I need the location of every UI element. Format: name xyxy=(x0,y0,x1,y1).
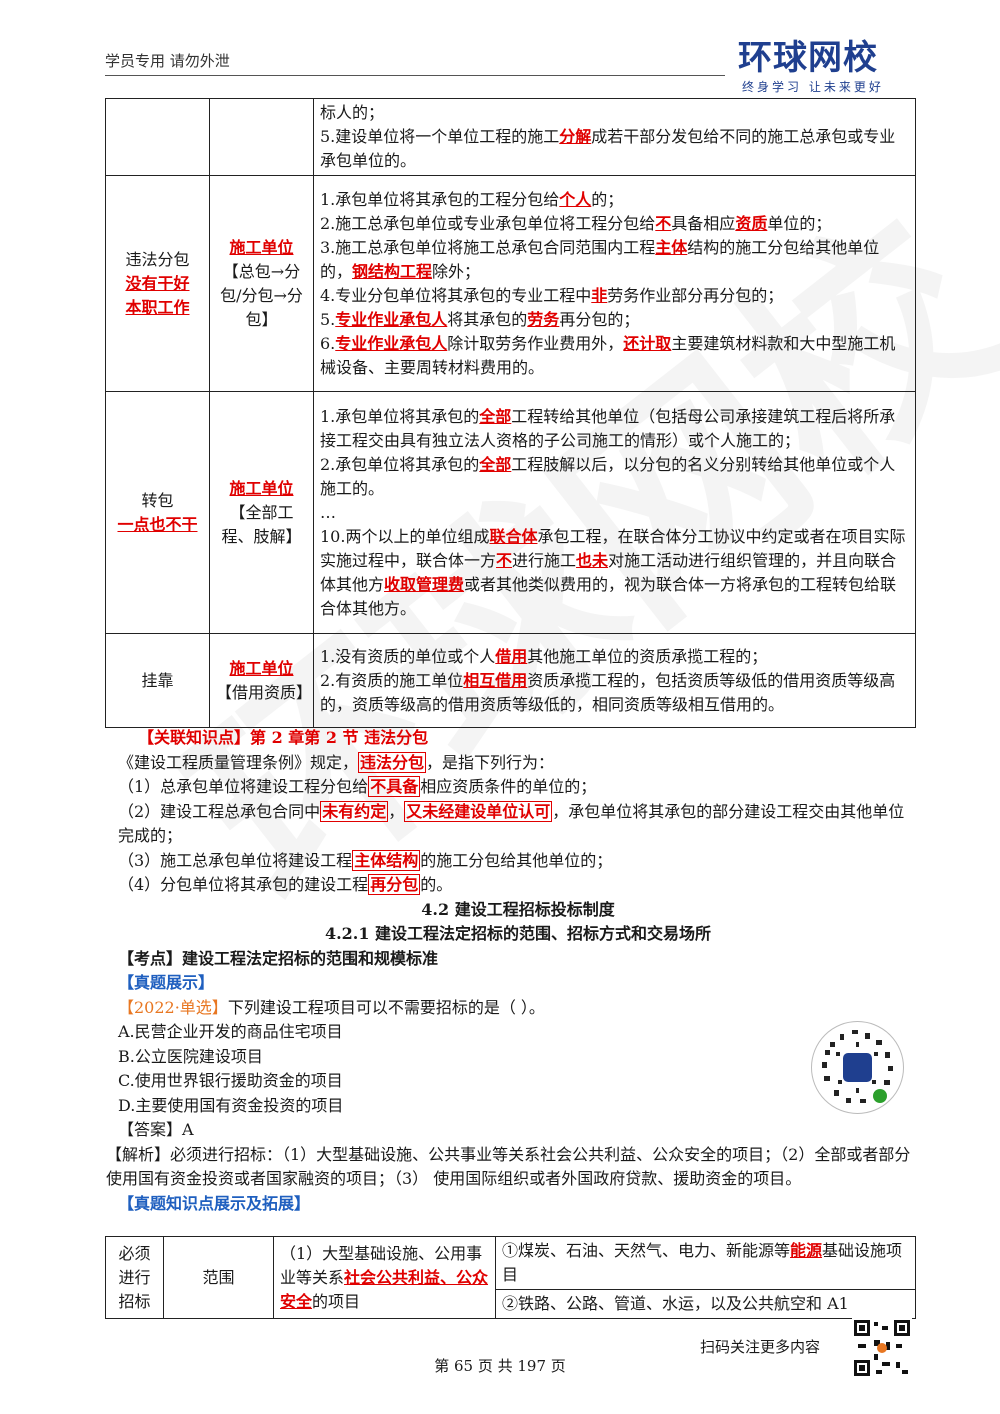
category-cell: 转包 一点也不干 xyxy=(105,391,210,634)
mini-program-qr-icon xyxy=(811,1021,904,1114)
category-cell: 必须进行招标 xyxy=(105,1236,164,1319)
subject-cell: 施工单位 【总包→分包/分包→分包】 xyxy=(209,175,314,392)
answer: 【答案】A xyxy=(118,1120,194,1139)
subsection-heading: 4.2.1 建设工程法定招标的范围、招标方式和交易场所 xyxy=(324,924,712,943)
related-item-4: （4）分包单位将其承包的建设工程再分包的。 xyxy=(118,874,453,895)
header-divider xyxy=(105,75,725,76)
related-section: 【关联知识点】第 2 章第 2 节 违法分包 《建设工程质量管理条例》规定，违法… xyxy=(106,726,918,1216)
related-title: 【关联知识点】第 2 章第 2 节 违法分包 xyxy=(138,728,429,747)
expand-heading: 【真题知识点展示及拓展】 xyxy=(118,1193,311,1213)
brand-logo: 环球网校 终身学习 让未来更好 xyxy=(738,38,918,95)
subject-cell: 施工单位 【借用资质】 xyxy=(209,633,314,728)
category-cell: 挂靠 xyxy=(105,633,210,728)
description-cell: 1.承包单位将其承包的工程分包给个人的； 2.施工总承包单位或专业承包单位将工程… xyxy=(313,175,916,392)
wechat-qr-icon xyxy=(852,1318,912,1378)
energy-item: ①煤炭、石油、天然气、电力、新能源等能源基础设施项目 xyxy=(495,1236,916,1290)
scan-caption: 扫码关注更多内容 xyxy=(700,1338,821,1356)
transport-item: ②铁路、公路、管道、水运，以及公共航空和 A1 xyxy=(495,1289,916,1319)
table-row: 标人的； 5.建设单位将一个单位工程的施工分解成若干部分发包给不同的施工总承包或… xyxy=(105,98,916,176)
related-item-1: （1）总承包单位将建设工程分包给不具备相应资质条件的单位的； xyxy=(118,776,597,797)
table-row: 转包 一点也不干 施工单位 【全部工程、肢解】 1.承包单位将其承包的全部工程转… xyxy=(105,391,916,634)
logo-slogan: 终身学习 让未来更好 xyxy=(742,80,884,94)
row-continued-text: 标人的； 5.建设单位将一个单位工程的施工分解成若干部分发包给不同的施工总承包或… xyxy=(313,98,916,176)
scope-cell: 范围 xyxy=(163,1236,274,1319)
option-c: C.使用世界银行援助资金的项目 xyxy=(118,1071,343,1090)
related-item-2: （2）建设工程总承包合同中未有约定，又未经建设单位认可，承包单位将其承包的部分建… xyxy=(118,800,905,845)
violation-table: 标人的； 5.建设单位将一个单位工程的施工分解成若干部分发包给不同的施工总承包或… xyxy=(105,98,916,728)
header-label: 学员专用 请勿外泄 xyxy=(105,52,230,70)
table-row: 必须进行招标 范围 （1）大型基础设施、公用事业等关系社会公共利益、公众安全的项… xyxy=(105,1236,916,1319)
question: 【2022·单选】下列建设工程项目可以不需要招标的是（ ）。 xyxy=(118,997,545,1017)
description-cell: 1.承包单位将其承包的全部工程转给其他单位（包括母公司承接建筑工程后将所承接工程… xyxy=(313,391,916,634)
category-cell: 违法分包 没有干好 本职工作 xyxy=(105,175,210,392)
related-item-3: （3）施工总承包单位将建设工程主体结构的施工分包给其他单位的； xyxy=(118,849,613,871)
description-cell: 1.没有资质的单位或个人借用其他施工单位的资质承揽工程的； 2.有资质的施工单位… xyxy=(313,633,916,728)
section-heading: 4.2 建设工程招标投标制度 xyxy=(421,899,615,919)
option-b: B.公立医院建设项目 xyxy=(118,1046,263,1066)
option-d: D.主要使用国有资金投资的项目 xyxy=(118,1095,344,1115)
option-a: A.民营企业开发的商品住宅项目 xyxy=(118,1022,343,1041)
subject-cell: 施工单位 【全部工程、肢解】 xyxy=(209,391,314,634)
table-row: 违法分包 没有干好 本职工作 施工单位 【总包→分包/分包→分包】 1.承包单位… xyxy=(105,175,916,392)
zhenti-heading: 【真题展示】 xyxy=(118,973,215,992)
bidding-scope-table: 必须进行招标 范围 （1）大型基础设施、公用事业等关系社会公共利益、公众安全的项… xyxy=(105,1236,916,1319)
page-number: 第 65 页 共 197 页 xyxy=(434,1357,566,1375)
project-type-cell: （1）大型基础设施、公用事业等关系社会公共利益、公众安全的项目 xyxy=(273,1236,496,1319)
related-intro: 《建设工程质量管理条例》规定，违法分包，是指下列行为： xyxy=(118,751,555,773)
logo-text: 环球网校 xyxy=(738,38,878,78)
analysis: 【解析】必须进行招标：（1）大型基础设施、公共事业等关系社会公共利益、公众安全的… xyxy=(106,1144,911,1189)
table-row: 挂靠 施工单位 【借用资质】 1.没有资质的单位或个人借用其他施工单位的资质承揽… xyxy=(105,633,916,728)
kaodian-heading: 【考点】建设工程法定招标的范围和规模标准 xyxy=(118,948,439,968)
table-row: ②铁路、公路、管道、水运，以及公共航空和 A1 xyxy=(106,1289,916,1319)
